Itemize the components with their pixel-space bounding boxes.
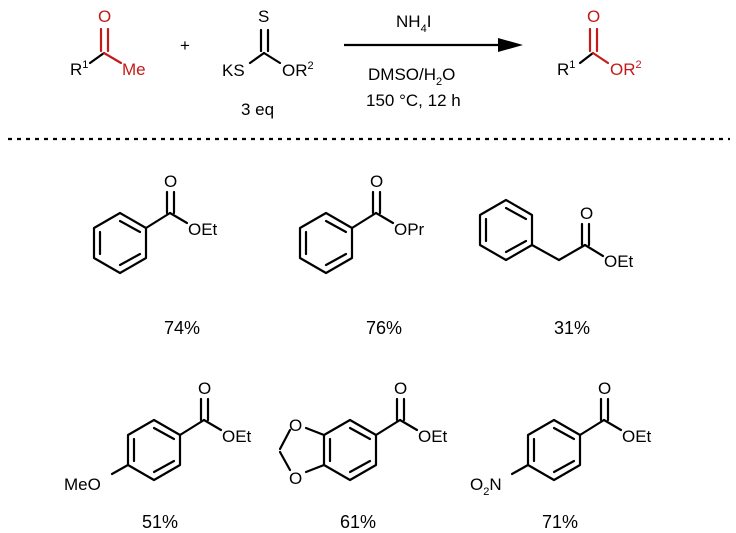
p5-oxygen: O — [394, 379, 407, 398]
p5-ring-oxygen-bottom: O — [289, 469, 302, 488]
reagent-label: NH4I — [396, 12, 431, 35]
thio-s-label: S — [258, 7, 269, 26]
solvent-label: DMSO/H2O — [368, 65, 455, 88]
product-oxygen-label: O — [587, 7, 600, 26]
p1-ester-label: OEt — [188, 220, 218, 239]
conditions-label: 150 °C, 12 h — [366, 91, 461, 110]
reactant-ketone: O R1 Me — [70, 7, 146, 79]
product-r1-label: R1 — [557, 59, 575, 79]
p2-oxygen: O — [370, 172, 383, 191]
plus-sign: + — [180, 36, 190, 55]
product-or2-label: OR2 — [610, 59, 642, 79]
product-propyl-benzoate: O OPr 76% — [298, 172, 425, 338]
product-ethyl-benzoate: O OEt 74% — [92, 172, 218, 338]
p4-oxygen: O — [198, 379, 211, 398]
product-ethyl-phenylacetate: O OEt 31% — [478, 198, 634, 338]
product-ester: O R1 OR2 — [557, 7, 642, 79]
reaction-arrow-head — [498, 38, 523, 52]
reactant-xanthate: S KS OR2 3 eq — [222, 7, 314, 119]
p5-yield: 61% — [340, 512, 376, 532]
p6-ester-label: OEt — [622, 427, 652, 446]
ks-label: KS — [222, 61, 245, 80]
ketone-oxygen-label: O — [98, 7, 111, 26]
p3-yield: 31% — [554, 318, 590, 338]
product-ethyl-4-nitrobenzoate: O OEt O2N 71% — [470, 379, 652, 532]
product-ethyl-4-methoxybenzoate: O OEt MeO 51% — [64, 379, 252, 532]
p4-substituent: MeO — [64, 475, 101, 494]
p2-ester-label: OPr — [394, 220, 425, 239]
p1-oxygen: O — [164, 172, 177, 191]
p3-oxygen: O — [580, 204, 593, 223]
or2-label: OR2 — [282, 60, 314, 80]
p5-ring-oxygen-top: O — [289, 416, 302, 435]
reaction-arrow-group: NH4I DMSO/H2O 150 °C, 12 h — [344, 12, 523, 110]
p6-substituent: O2N — [470, 475, 502, 498]
p3-ester-label: OEt — [604, 252, 634, 271]
methyl-label: Me — [122, 60, 146, 79]
p4-ester-label: OEt — [222, 427, 252, 446]
p4-yield: 51% — [142, 512, 178, 532]
p6-oxygen: O — [598, 379, 611, 398]
p5-ester-label: OEt — [418, 427, 448, 446]
product-ethyl-piperonylate: O O O OEt 61% — [278, 379, 448, 532]
p1-yield: 74% — [164, 318, 200, 338]
p2-yield: 76% — [366, 318, 402, 338]
p6-yield: 71% — [542, 512, 578, 532]
r1-label: R1 — [70, 59, 88, 79]
equivalents-label: 3 eq — [241, 100, 274, 119]
